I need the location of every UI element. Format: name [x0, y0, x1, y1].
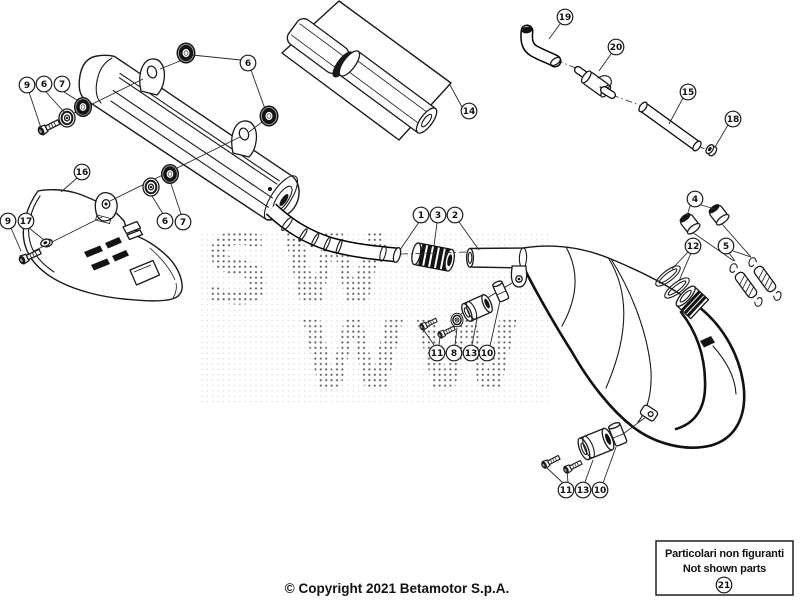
callout-4: 4 [686, 190, 704, 208]
vent-hose-assembly [520, 24, 718, 157]
svg-text:18: 18 [727, 115, 740, 125]
shield-louver [105, 237, 122, 249]
chamber-upper-bracket [510, 265, 528, 288]
svg-text:7: 7 [59, 80, 65, 90]
svg-text:10: 10 [481, 349, 494, 359]
callout-6: 6 [35, 75, 53, 93]
callout-19: 19 [556, 8, 574, 26]
rubber-bushing [461, 294, 493, 322]
callout-17: 17 [17, 212, 35, 230]
rubber-bushing [577, 427, 615, 461]
svg-text:3: 3 [435, 211, 441, 221]
callout-10: 10 [478, 344, 496, 362]
washer [450, 312, 464, 328]
svg-text:12: 12 [687, 242, 700, 252]
callout-10: 10 [591, 481, 609, 499]
svg-text:2: 2 [452, 211, 458, 221]
expansion-chamber [465, 245, 746, 449]
callout-13: 13 [462, 344, 480, 362]
spring-hook-tab [700, 336, 715, 348]
silencer-tail-pipe [265, 203, 402, 264]
svg-text:6: 6 [245, 59, 251, 69]
svg-text:19: 19 [559, 13, 572, 23]
shield-louver [84, 245, 103, 258]
vent-tube [638, 101, 702, 152]
packing-foam-rear [338, 50, 438, 134]
bolt [561, 458, 584, 476]
svg-text:7: 7 [180, 218, 186, 228]
washer [58, 108, 76, 128]
callout-8: 8 [445, 344, 463, 362]
callout-21: 21 [715, 576, 733, 594]
rubber-grommet [160, 163, 180, 185]
callout-12: 12 [684, 237, 702, 255]
thermo-valve [574, 66, 616, 99]
fasteners [16, 42, 628, 476]
notice-line1: Particolari non figuranti [665, 548, 784, 560]
callout-11: 11 [557, 481, 575, 499]
svg-text:20: 20 [610, 43, 623, 53]
clamp-bush [492, 280, 510, 303]
callout-6: 6 [239, 54, 257, 72]
svg-text:8: 8 [451, 349, 457, 359]
rubber-grommet [176, 42, 196, 64]
svg-text:5: 5 [723, 242, 729, 252]
callout-20: 20 [607, 38, 625, 56]
rubber-grommet [259, 105, 279, 127]
svg-text:11: 11 [431, 349, 444, 359]
svg-text:15: 15 [682, 88, 695, 98]
shield-louver [91, 258, 110, 271]
bolt [539, 453, 562, 471]
callout-14: 14 [460, 102, 478, 120]
copyright-text: © Copyright 2021 Betamotor S.p.A. [285, 581, 509, 596]
callout-15: 15 [679, 83, 697, 101]
callout-9: 9 [0, 212, 17, 230]
leader-lines [10, 23, 752, 484]
callout-13: 13 [574, 481, 592, 499]
silencer [78, 54, 402, 264]
callout-7: 7 [174, 213, 192, 231]
chamber-inlet-flange [675, 285, 710, 320]
notice-line2: Not shown parts [683, 563, 766, 575]
rubber-cap [705, 201, 732, 228]
callout-9: 9 [18, 76, 36, 94]
callout-1: 1 [412, 206, 430, 224]
svg-text:11: 11 [560, 486, 573, 496]
callout-2: 2 [446, 206, 464, 224]
svg-text:6: 6 [162, 217, 168, 227]
silencer-packing-box [281, 0, 452, 141]
callout-3: 3 [429, 206, 447, 224]
svg-text:1: 1 [418, 211, 424, 221]
vent-tube-nut [705, 144, 718, 157]
callout-6: 6 [156, 212, 174, 230]
bolt [35, 117, 62, 137]
svg-text:10: 10 [594, 486, 607, 496]
svg-text:9: 9 [5, 217, 11, 227]
callout-7: 7 [53, 75, 71, 93]
callout-16: 16 [73, 163, 91, 181]
coupling-axis-line [400, 251, 469, 255]
heat-shield [22, 188, 183, 302]
callout-11: 11 [428, 344, 446, 362]
svg-text:6: 6 [41, 80, 47, 90]
callout-5: 5 [717, 237, 735, 255]
washer [142, 177, 160, 197]
rubber-cap [676, 210, 703, 237]
svg-text:4: 4 [692, 195, 698, 205]
svg-text:17: 17 [20, 217, 33, 227]
halftone-watermark: SW WW [197, 214, 549, 413]
svg-text:13: 13 [465, 349, 478, 359]
svg-text:14: 14 [463, 107, 476, 117]
vent-elbow [520, 24, 562, 68]
svg-text:21: 21 [718, 581, 731, 591]
shield-louver [112, 250, 129, 262]
svg-text:16: 16 [76, 168, 89, 178]
callout-18: 18 [724, 110, 742, 128]
chamber-lower-bracket [639, 404, 659, 422]
svg-text:9: 9 [24, 81, 30, 91]
svg-text:13: 13 [577, 486, 590, 496]
clamp-bush [607, 422, 628, 447]
